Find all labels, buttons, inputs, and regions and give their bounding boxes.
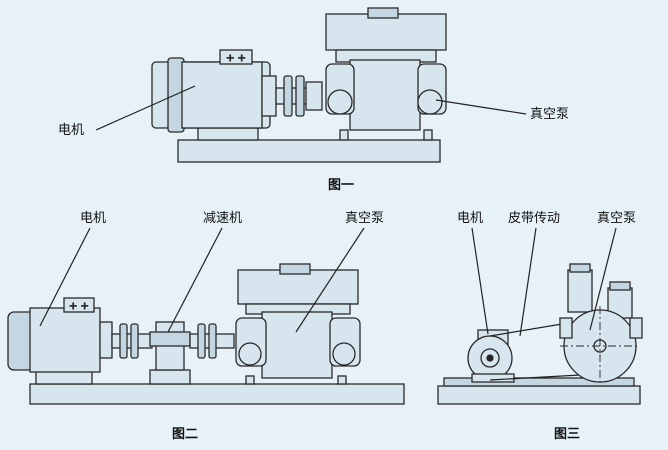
svg-text:+ +: + + bbox=[69, 301, 89, 312]
svg-text:+ +: + + bbox=[226, 53, 246, 64]
fig3-pump-label: 真空泵 bbox=[597, 211, 636, 226]
fig1-motor-label: 电机 bbox=[58, 123, 84, 138]
fig3-belt-leader bbox=[519, 227, 537, 337]
fig1-pump-leader bbox=[435, 99, 527, 115]
fig2-reducer-leader bbox=[167, 227, 223, 333]
fig2-motor: + + bbox=[7, 297, 113, 385]
fig3-belt-label: 皮带传动 bbox=[508, 211, 560, 226]
fig1-vacuum-pump bbox=[325, 7, 447, 141]
fig2-motor-leader bbox=[39, 227, 91, 327]
fig2-base-plate bbox=[29, 383, 405, 405]
fig2-caption: 图二 bbox=[172, 427, 198, 442]
fig2-motor-label: 电机 bbox=[80, 211, 106, 226]
fig3-caption: 图三 bbox=[554, 427, 580, 442]
fig3-base-plate bbox=[437, 385, 641, 405]
fig1-motor: + + bbox=[151, 49, 277, 141]
figure-2: + + bbox=[7, 211, 405, 442]
fig3-motor bbox=[467, 329, 515, 383]
fig1-coupling bbox=[275, 75, 323, 117]
fig2-coupling-2 bbox=[189, 323, 235, 359]
fig2-reducer-label: 减速机 bbox=[203, 211, 242, 226]
figure-1: + + 电机 真空泵 图一 bbox=[58, 7, 569, 193]
fig1-base-plate bbox=[177, 139, 441, 163]
fig3-pump-leader bbox=[589, 227, 617, 331]
fig3-motor-leader bbox=[471, 227, 489, 335]
fig3-vacuum-pump bbox=[559, 263, 643, 386]
fig1-caption: 图一 bbox=[328, 178, 354, 193]
fig2-coupling-1 bbox=[111, 323, 153, 359]
fig3-motor-label: 电机 bbox=[457, 211, 483, 226]
fig2-vacuum-pump bbox=[235, 263, 361, 385]
fig1-motor-leader bbox=[95, 85, 196, 131]
figure-3: 电机 皮带传动 真空泵 图三 bbox=[437, 211, 643, 442]
fig2-pump-leader bbox=[295, 227, 365, 333]
fig1-pump-label: 真空泵 bbox=[530, 107, 569, 122]
fig2-pump-label: 真空泵 bbox=[345, 211, 384, 226]
fig2-reducer bbox=[149, 321, 191, 385]
